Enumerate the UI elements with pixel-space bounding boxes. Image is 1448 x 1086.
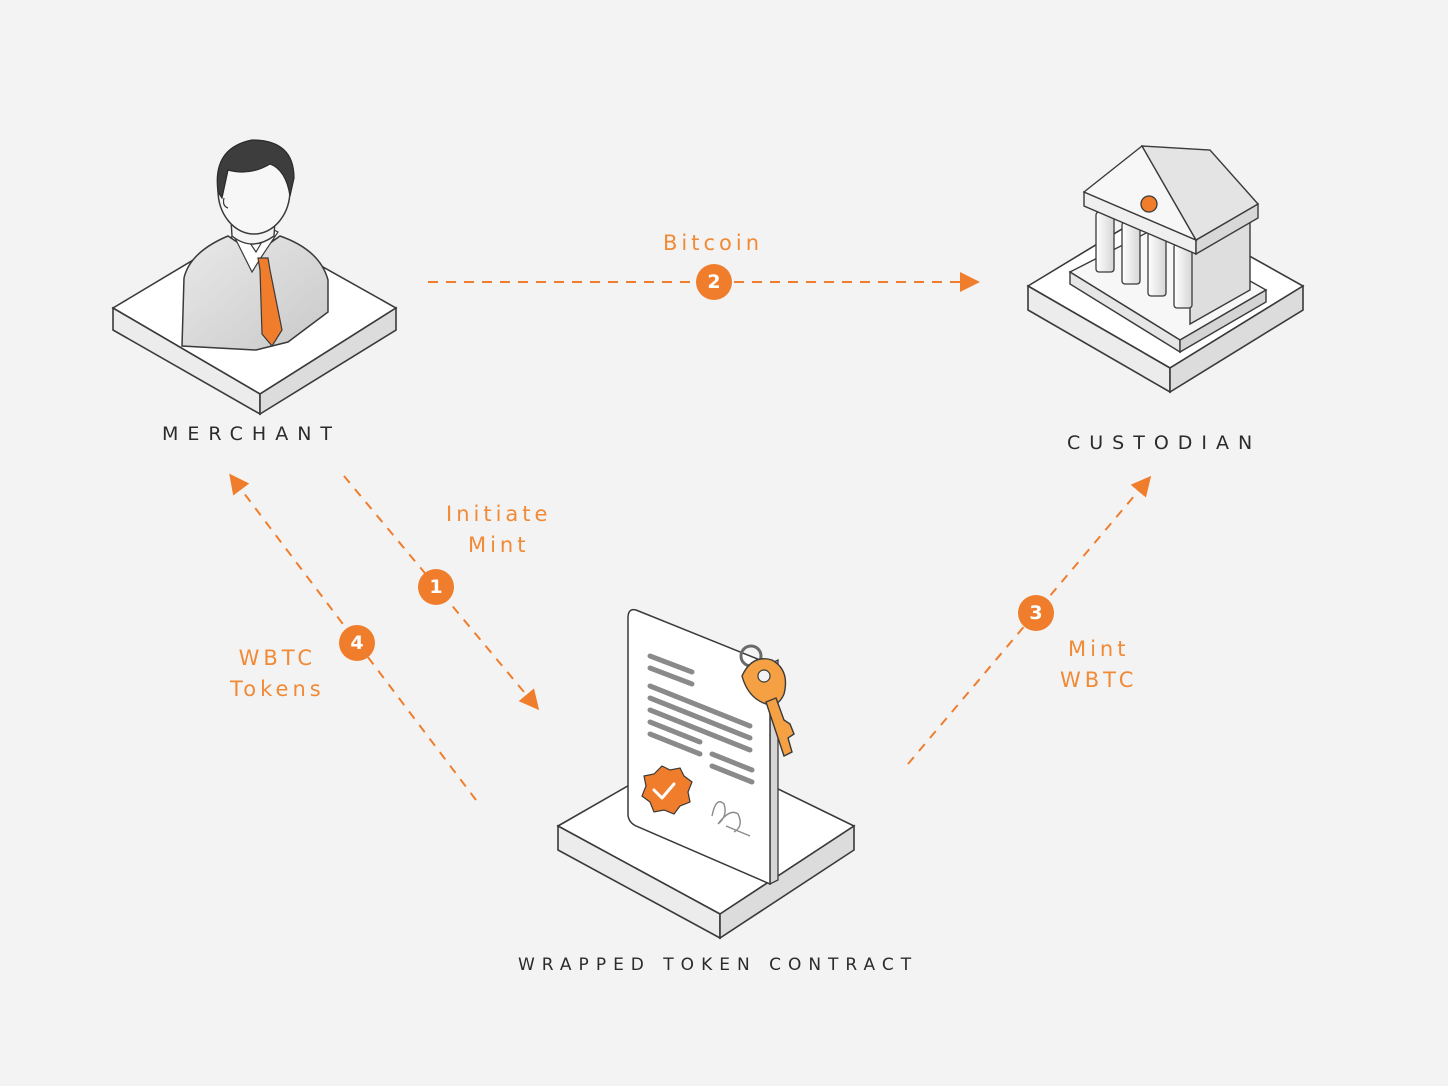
custodian-node [1026, 144, 1305, 394]
flow-label-mint-wbtc: Mint WBTC [1060, 634, 1137, 696]
contract-label: WRAPPED TOKEN CONTRACT [518, 955, 919, 975]
flow-label-wbtc-tokens-line2: Tokens [230, 677, 325, 701]
step-badge-3: 3 [1018, 595, 1054, 631]
merchant-label: MERCHANT [162, 423, 342, 445]
flow-label-bitcoin: Bitcoin [663, 228, 763, 259]
flow-label-initiate-mint-line2: Mint [467, 533, 530, 557]
contract-node [556, 608, 856, 940]
merchant-node [111, 139, 398, 416]
bank-building-icon [1068, 144, 1268, 354]
contract-document-icon [627, 608, 795, 886]
merchant-person-icon [181, 139, 329, 351]
step-badge-4: 4 [339, 625, 375, 661]
flow-label-mint-wbtc-line1: Mint [1067, 637, 1130, 661]
custodian-label: CUSTODIAN [1067, 432, 1262, 454]
step-badge-1: 1 [418, 569, 454, 605]
step-badge-2: 2 [696, 264, 732, 300]
flow-label-wbtc-tokens-line1: WBTC [238, 646, 317, 670]
flow-label-initiate-mint: Initiate Mint [446, 499, 551, 561]
flow-label-mint-wbtc-line2: WBTC [1060, 668, 1138, 692]
arrow-mint-wbtc [907, 475, 1152, 765]
flow-label-wbtc-tokens: WBTC Tokens [230, 643, 325, 705]
flow-label-bitcoin-line1: Bitcoin [663, 231, 764, 255]
flow-label-initiate-mint-line1: Initiate [446, 502, 552, 526]
